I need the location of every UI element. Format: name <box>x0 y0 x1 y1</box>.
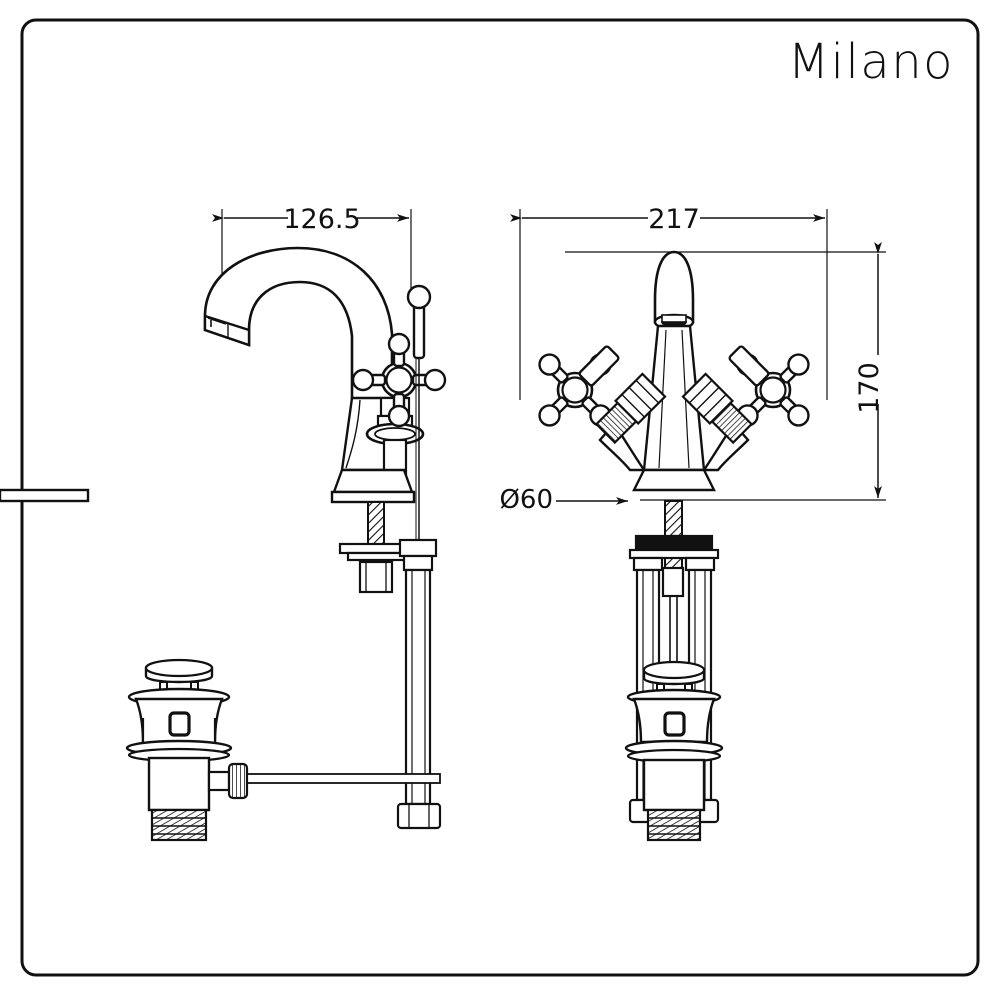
tail-nut <box>396 802 442 830</box>
pop-up-lift-rod <box>661 566 685 668</box>
escutcheon-base <box>330 468 416 504</box>
pop-up-lift-rod <box>415 358 420 540</box>
mounting-bracket <box>628 534 720 560</box>
dimension-label-170: 170 <box>854 362 885 414</box>
pop-up-waste-body <box>624 660 724 812</box>
dimension-label-217: 217 <box>648 204 700 235</box>
pop-up-linkage-rod <box>236 773 441 784</box>
brand-logo: Milano <box>787 34 954 90</box>
front-view <box>0 250 840 842</box>
central-spout <box>642 250 706 472</box>
left-cross-handle <box>508 323 667 457</box>
escutcheon-base <box>0 468 716 503</box>
pop-up-waste-assembly <box>125 658 249 842</box>
right-cross-handle <box>681 323 840 457</box>
side-view <box>203 240 447 830</box>
cross-handle <box>351 284 447 428</box>
curved-spout <box>203 246 394 402</box>
knurled-connector <box>207 762 249 800</box>
waste-thread <box>646 808 702 842</box>
slotted-overflow <box>168 711 191 737</box>
dimension-label-126-5: 126.5 <box>283 204 360 235</box>
mounting-nut <box>358 560 394 594</box>
tail-pipe <box>398 538 438 806</box>
dimension-overall-width <box>510 209 828 400</box>
dimension-overall-height <box>565 242 886 501</box>
dimension-label-diameter-60: Ø60 <box>499 485 553 515</box>
